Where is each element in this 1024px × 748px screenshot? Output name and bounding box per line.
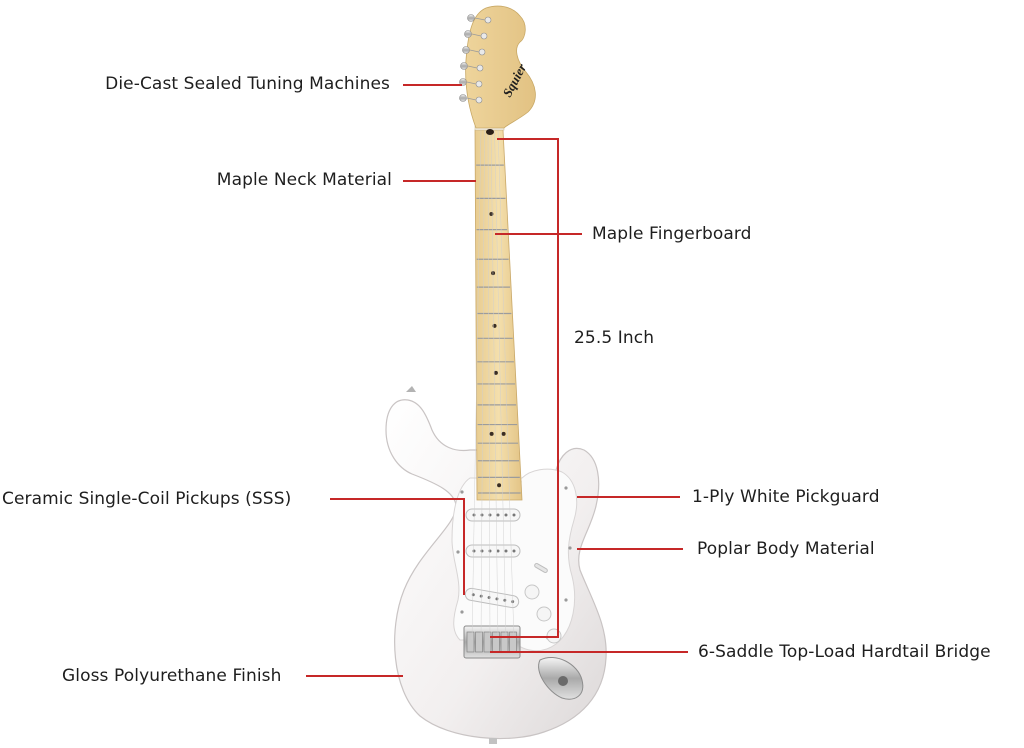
label-pickups: Ceramic Single-Coil Pickups (SSS) (2, 489, 292, 509)
leader-scale (490, 138, 559, 638)
leader-lines (306, 84, 688, 677)
label-tuning-machines: Die-Cast Sealed Tuning Machines (105, 74, 390, 94)
fret-inlay (489, 431, 494, 436)
strings (471, 129, 515, 641)
headstock: Squier (459, 5, 536, 129)
leader-pickups (330, 498, 465, 595)
fret-inlay (489, 212, 494, 217)
tuner-pegs (459, 14, 475, 102)
fret-inlay (501, 431, 506, 436)
label-fingerboard: Maple Fingerboard (592, 224, 752, 244)
fret-inlay (493, 370, 498, 375)
label-body-material: Poplar Body Material (697, 539, 875, 559)
tuner-posts (475, 16, 492, 104)
label-neck-material: Maple Neck Material (216, 170, 392, 190)
strap-button (406, 386, 497, 744)
output-jack (538, 657, 584, 700)
label-pickguard: 1-Ply White Pickguard (692, 487, 880, 507)
fret-inlay (497, 483, 502, 488)
middle-pickup (465, 544, 521, 558)
label-finish: Gloss Polyurethane Finish (62, 666, 282, 686)
label-bridge: 6-Saddle Top-Load Hardtail Bridge (698, 642, 991, 662)
fret-inlay (492, 323, 497, 328)
label-scale-length: 25.5 Inch (574, 328, 655, 348)
neck-pickup (465, 508, 521, 522)
